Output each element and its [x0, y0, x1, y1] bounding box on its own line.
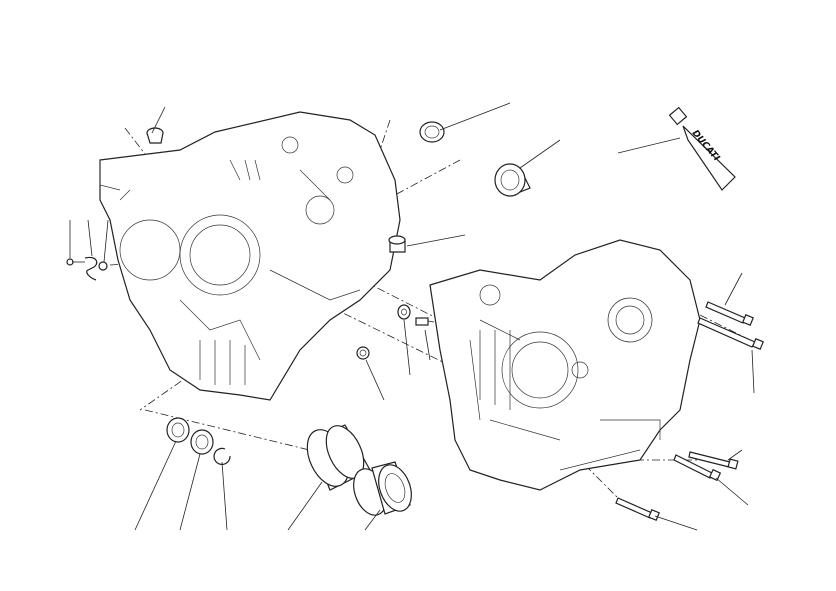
grease-tube: DUCATI: [668, 106, 736, 191]
bearing-large-top: [494, 163, 531, 197]
bolts: [615, 301, 764, 521]
bearing-bottom-small: [190, 429, 214, 455]
bushing-top-left: [146, 127, 164, 144]
main-bearing-sleeve: [306, 424, 371, 491]
oil-seal-bottom: [166, 417, 190, 443]
leader-lines: [69, 102, 755, 531]
bearing-top: [419, 121, 445, 143]
oil-pipe-hook: [66, 256, 108, 281]
right-crankcase-half: [429, 239, 701, 491]
bushing-center: [388, 235, 406, 253]
washer-and-screw: [397, 304, 435, 326]
circlip-bottom: [213, 447, 231, 465]
main-bearing-roller: [353, 461, 412, 516]
left-crankcase-half: [99, 111, 401, 401]
plug-center: [356, 346, 370, 360]
